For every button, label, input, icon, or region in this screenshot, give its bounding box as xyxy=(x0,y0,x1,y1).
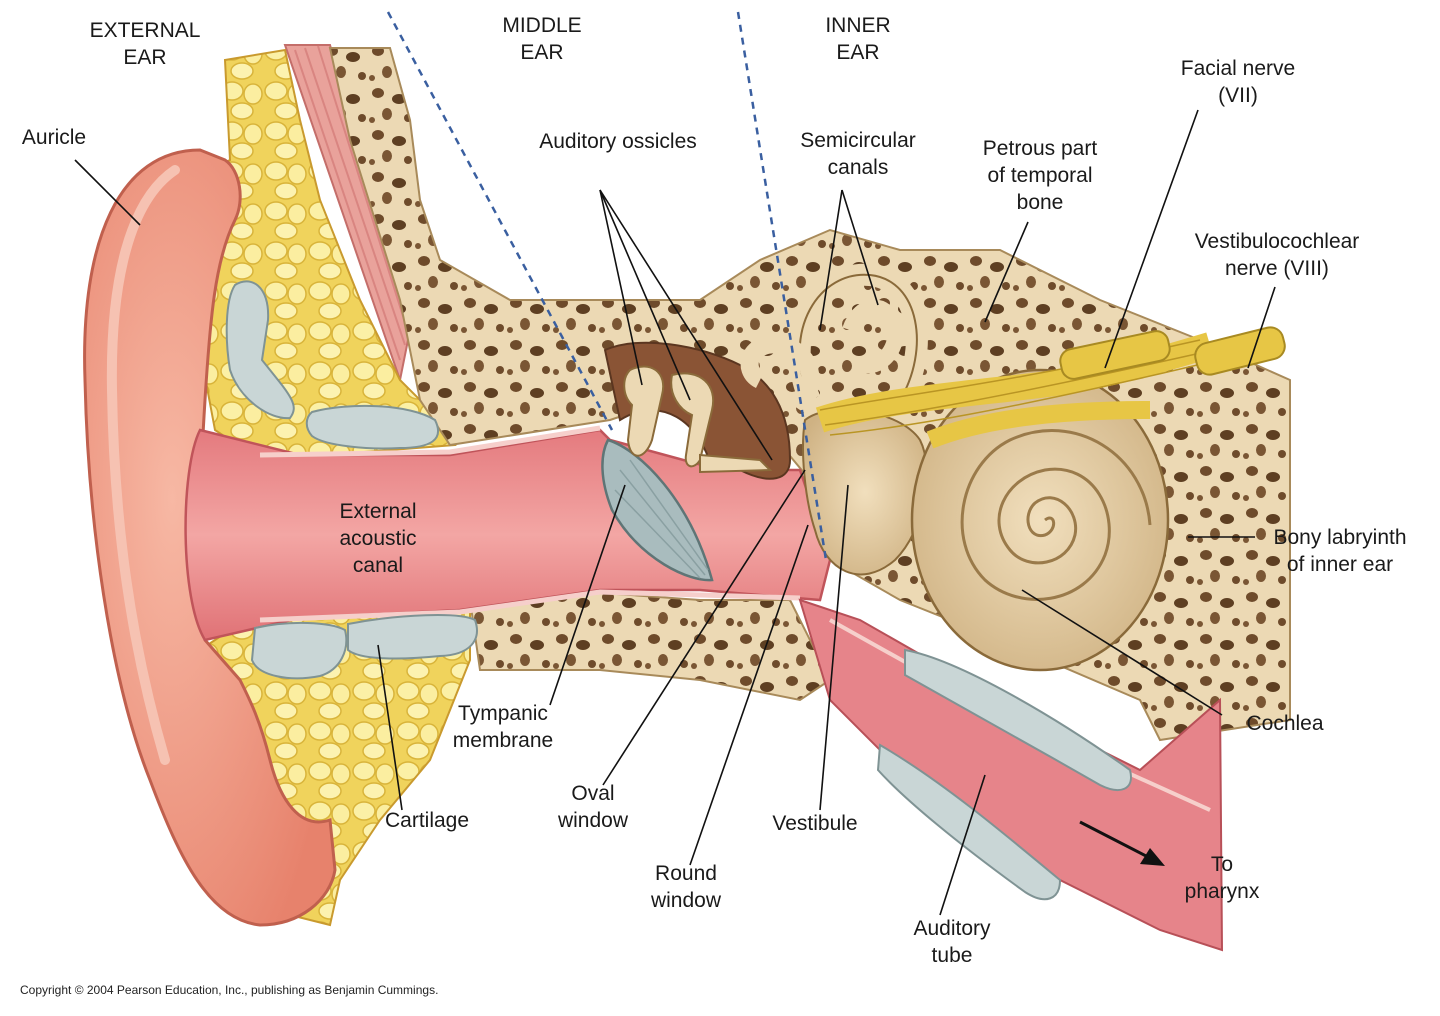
leader-auditory-tube xyxy=(939,774,986,916)
leader-oval xyxy=(602,469,806,786)
tube-cartilage-1 xyxy=(904,648,1132,791)
pharynx-arrowhead xyxy=(1140,848,1165,866)
cartilage-upper-2 xyxy=(305,404,440,450)
label-vestibule: Vestibule xyxy=(772,812,858,835)
label-cartilage: Cartilage xyxy=(384,809,470,832)
label-cochlea: Cochlea xyxy=(1246,712,1324,735)
temporal-bone-lower xyxy=(468,588,832,702)
cartilage-lower-2 xyxy=(347,614,478,660)
leader-vestibulocochlear xyxy=(1247,286,1276,369)
auricle-shape xyxy=(83,148,337,927)
pharynx-arrow-shaft xyxy=(1079,820,1151,860)
leader-ossicles-1 xyxy=(599,189,643,386)
label-auditory-ossicles: Auditory ossicles xyxy=(539,130,697,153)
leader-facial xyxy=(1104,109,1199,369)
vestibulocochlear-nerve-shape xyxy=(1194,326,1286,376)
canal-lower-lining xyxy=(259,589,801,623)
external-middle-divider xyxy=(386,11,614,431)
incus-shape xyxy=(670,372,715,468)
leader-petrous xyxy=(984,221,1029,323)
label-auricle: Auricle xyxy=(21,126,87,149)
leader-semicircular-1 xyxy=(819,189,843,331)
leader-round xyxy=(689,524,809,866)
semicircular-canal-1-outline xyxy=(798,273,918,401)
muscle-fibers xyxy=(294,45,409,361)
leader-ossicles-3 xyxy=(599,189,773,461)
leader-cartilage xyxy=(377,644,403,811)
leader-tympanic xyxy=(549,484,626,706)
facial-nerve-shape xyxy=(1059,330,1171,380)
stapes-shape xyxy=(699,453,773,474)
tube-cartilage-2 xyxy=(876,743,1062,901)
malleus-shape xyxy=(623,365,665,457)
semicircular-canal-3 xyxy=(842,299,904,374)
tympanic-membrane-lines xyxy=(614,459,709,579)
leader-lines xyxy=(74,109,1276,916)
cartilage-lower-1 xyxy=(250,621,348,680)
canal-upper-lining xyxy=(259,425,601,458)
copyright-notice: Copyright © 2004 Pearson Education, Inc.… xyxy=(20,983,439,997)
label-facial-nerve: Facial nerve(VII) xyxy=(1180,57,1296,107)
leader-semicircular-2 xyxy=(841,189,879,306)
semicircular-canal-2 xyxy=(740,335,820,415)
leader-ossicles-2 xyxy=(599,189,691,401)
vestibule-shape xyxy=(802,408,928,576)
cochlea-spiral xyxy=(960,429,1152,601)
cartilage-upper-1 xyxy=(225,280,295,420)
nerve-to-cochlea xyxy=(926,401,1151,449)
leader-cochlea xyxy=(1021,589,1223,716)
tympanic-membrane-shape xyxy=(601,438,714,582)
middle-inner-divider xyxy=(736,11,828,561)
auricle-helix xyxy=(106,165,180,765)
leader-auricle xyxy=(74,159,141,226)
leader-vestibule xyxy=(819,484,849,811)
